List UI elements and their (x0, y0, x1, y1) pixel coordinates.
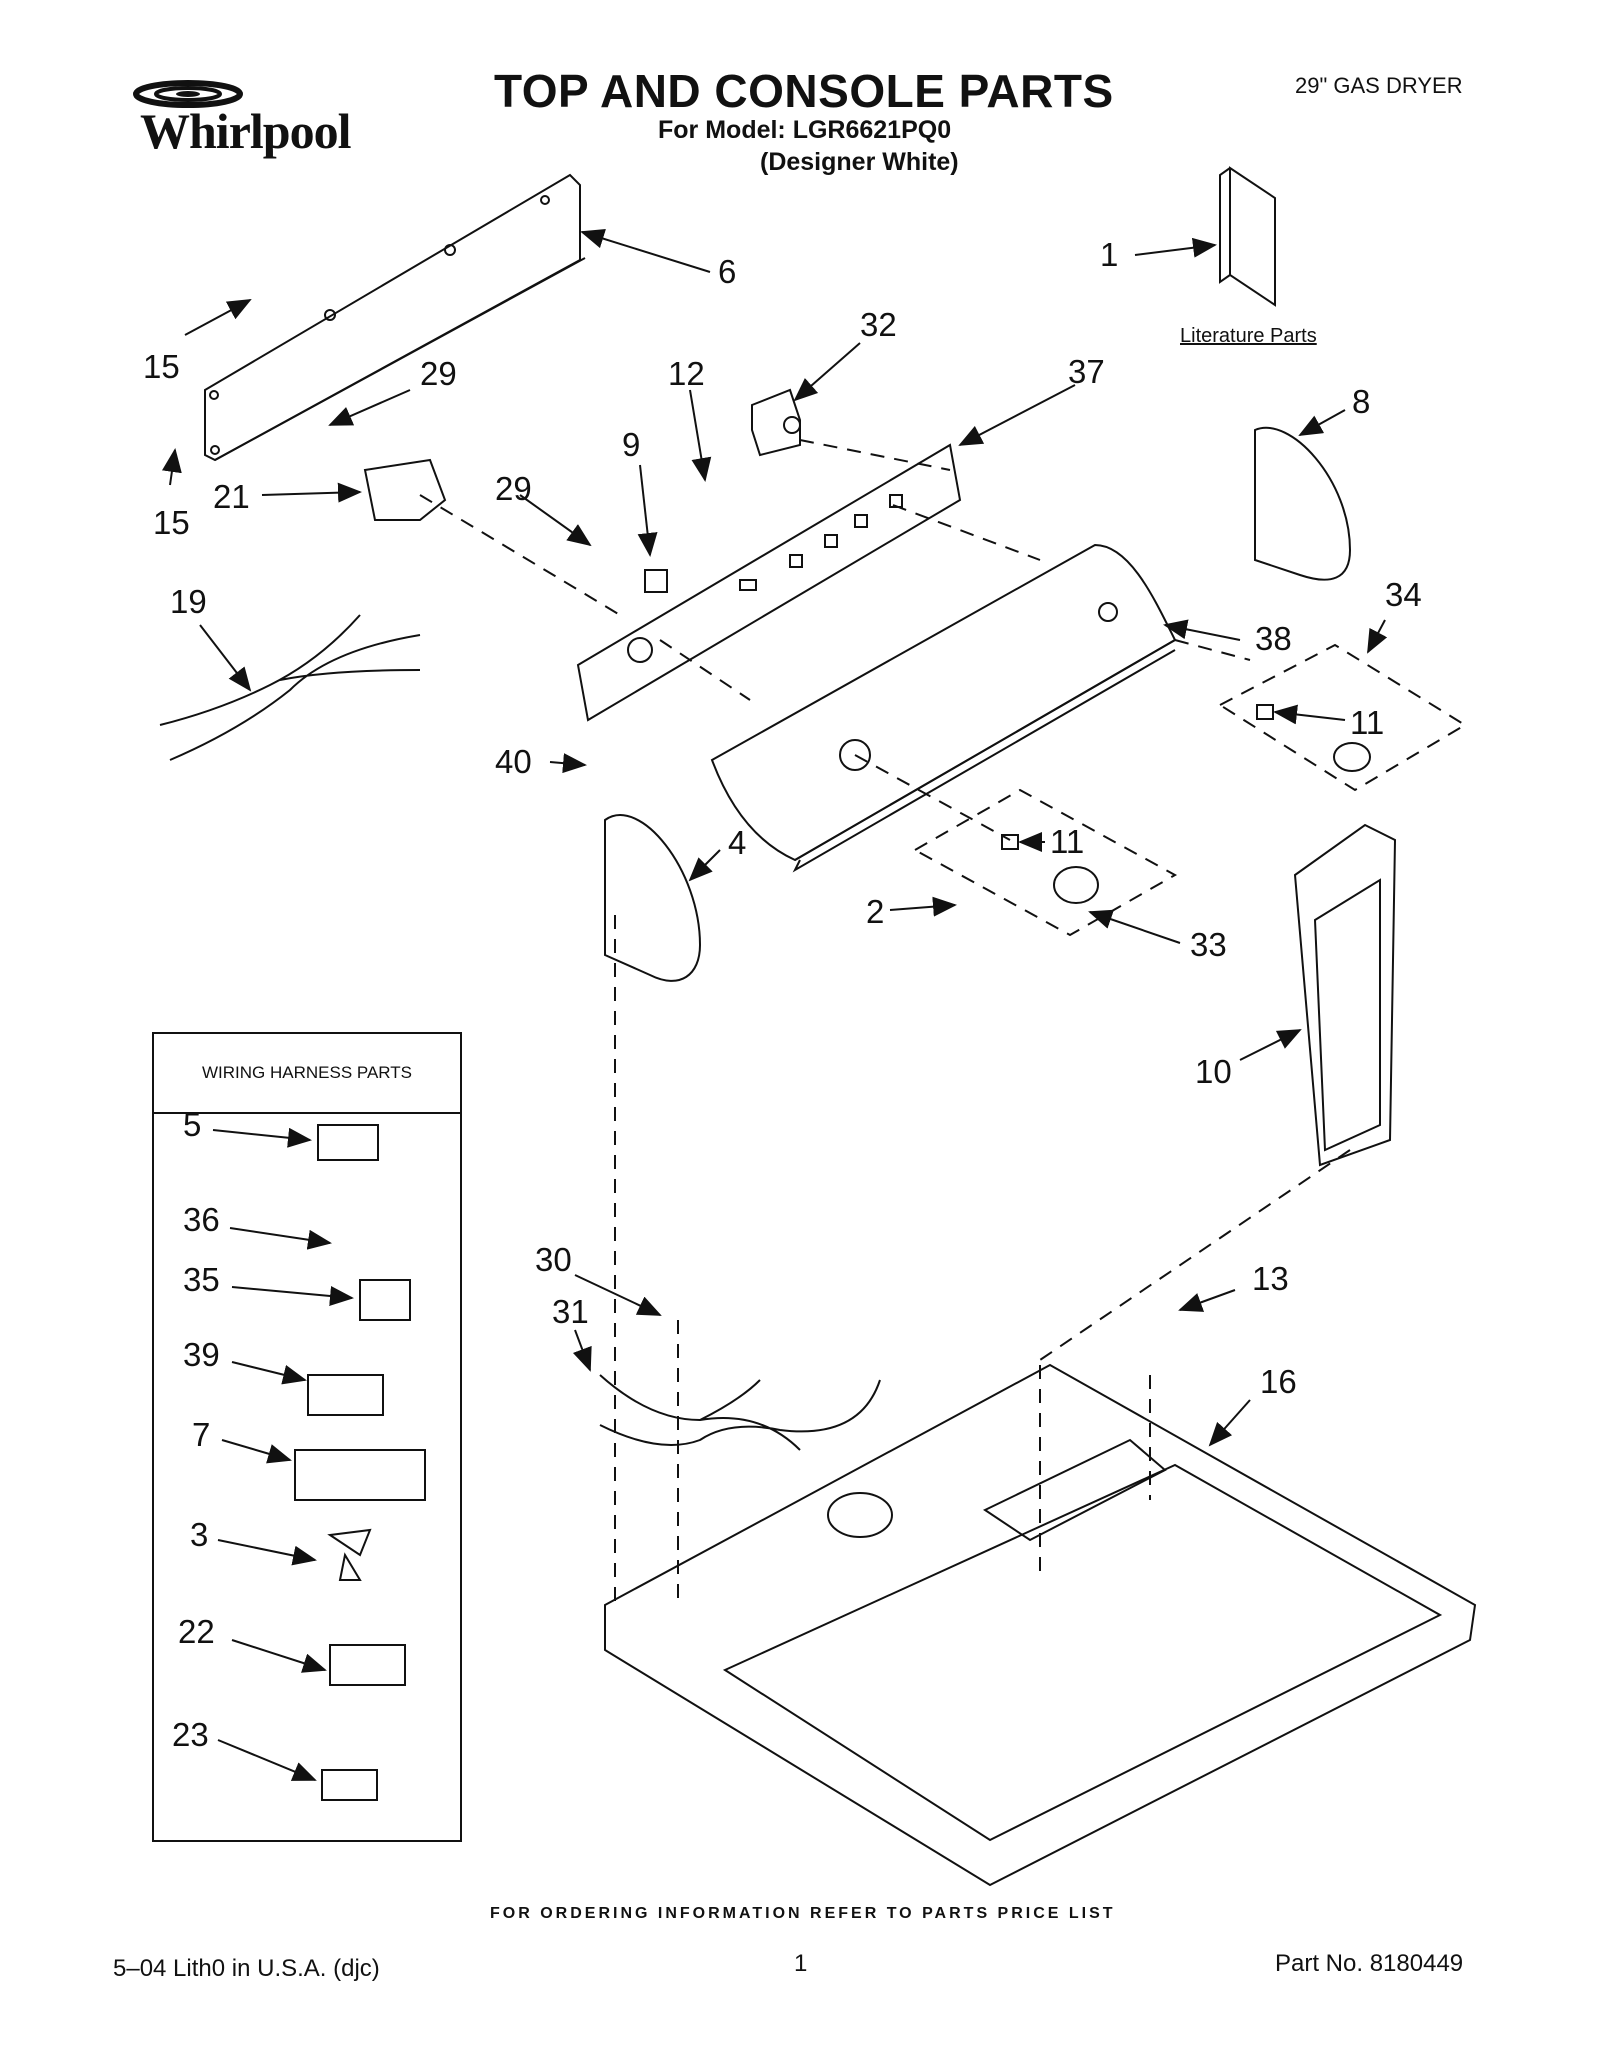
timer-part (363, 458, 447, 521)
callout-5: 5 (183, 1106, 202, 1143)
callout-16: 16 (1260, 1363, 1297, 1400)
bracket-part (644, 569, 668, 593)
callout-2: 2 (866, 893, 885, 930)
callout-30: 30 (535, 1241, 572, 1278)
console-housing (710, 543, 1177, 862)
control-panel-bracket (576, 443, 962, 722)
callout-10: 10 (1195, 1053, 1232, 1090)
dryer-top-panel (604, 1363, 1477, 1887)
callout-9: 9 (622, 426, 641, 463)
callout-23: 23 (172, 1716, 209, 1753)
callout-34: 34 (1385, 576, 1422, 613)
callout-32: 32 (860, 306, 897, 343)
color-line: (Designer White) (760, 148, 959, 176)
lint-screen (1293, 823, 1397, 1167)
assembly-box-33 (912, 788, 1178, 937)
whirlpool-swirl-icon (133, 80, 243, 108)
callout-21: 21 (213, 478, 250, 515)
print-info: 5–04 Lith0 in U.S.A. (djc) (113, 1955, 380, 1982)
callout-29-lower: 29 (495, 470, 532, 507)
callout-33: 33 (1190, 926, 1227, 963)
callout-11: 11 (1350, 704, 1385, 741)
part-number: Part No. 8180449 (1275, 1950, 1464, 1977)
literature-booklet (1219, 166, 1276, 307)
brand-name: Whirlpool (140, 103, 351, 159)
callout-6: 6 (718, 253, 737, 290)
ordering-notice: FOR ORDERING INFORMATION REFER TO PARTS … (490, 1905, 1116, 1922)
callout-37: 37 (1068, 353, 1105, 390)
callout-19: 19 (170, 583, 207, 620)
callout-38: 38 (1255, 620, 1292, 657)
end-cap-right (1254, 427, 1352, 581)
callout-12: 12 (668, 355, 705, 392)
literature-parts-label: Literature Parts (1180, 325, 1317, 347)
callout-8: 8 (1352, 383, 1371, 420)
callout-11-lower: 11 (1050, 823, 1085, 860)
callout-15: 15 (143, 348, 180, 385)
page-number: 1 (794, 1950, 808, 1977)
callout-15-lower: 15 (153, 504, 190, 541)
wire-harness-31 (599, 1374, 881, 1451)
switch-part (751, 388, 801, 457)
wire-harness-19 (159, 614, 421, 761)
end-cap-left (604, 814, 702, 982)
callout-39: 39 (183, 1336, 220, 1373)
callout-40: 40 (495, 743, 532, 780)
wiring-harness-box: WIRING HARNESS PARTS (152, 1032, 462, 1842)
callout-3: 3 (190, 1516, 209, 1553)
wiring-harness-title: WIRING HARNESS PARTS (154, 1034, 460, 1114)
model-line: For Model: LGR6621PQ0 (658, 116, 952, 144)
callout-29: 29 (420, 355, 457, 392)
callout-13: 13 (1252, 1260, 1289, 1297)
callout-1: 1 (1100, 236, 1119, 273)
callout-7: 7 (192, 1416, 211, 1453)
page-title: TOP AND CONSOLE PARTS (494, 65, 1114, 117)
rear-panel (204, 173, 581, 462)
callout-22: 22 (178, 1613, 215, 1650)
assembly-box-34 (1217, 643, 1467, 792)
callout-36: 36 (183, 1201, 220, 1238)
callout-35: 35 (183, 1261, 220, 1298)
product-type: 29" GAS DRYER (1295, 73, 1463, 98)
whirlpool-logo: Whirlpool (128, 66, 368, 159)
callout-31: 31 (552, 1293, 589, 1330)
callout-4: 4 (728, 824, 747, 861)
